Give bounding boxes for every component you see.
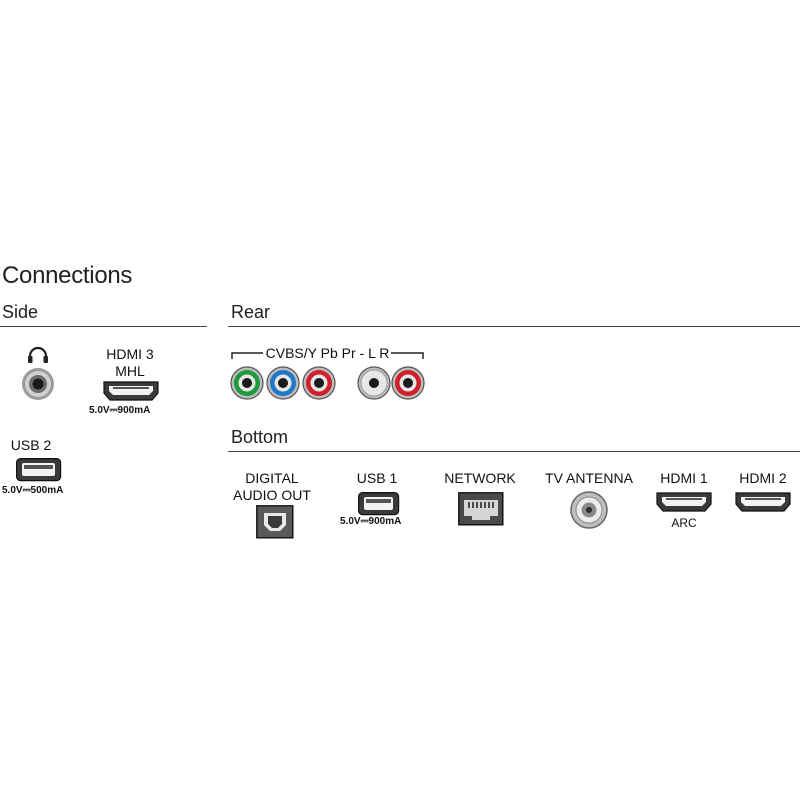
usb1-port — [358, 492, 400, 521]
page-title: Connections — [2, 262, 133, 289]
hdmi2-label: HDMI 2 — [739, 470, 787, 486]
antenna-label: TV ANTENNA — [545, 470, 633, 486]
rca-jack-green — [230, 366, 264, 400]
coax-port-icon — [570, 491, 608, 529]
hdmi1-port — [656, 492, 712, 517]
hdmi1-label: HDMI 1 — [660, 470, 708, 486]
rear-heading: Rear — [231, 302, 271, 322]
av-bracket-label: CVBS/Y Pb Pr - L R — [265, 345, 390, 361]
rca-jack-blue — [266, 366, 300, 400]
hdmi-port-icon — [656, 492, 712, 512]
headphone-port — [18, 344, 58, 404]
rca-jacks — [230, 366, 430, 400]
usb-port-icon — [16, 458, 62, 482]
hdmi3-port — [103, 381, 159, 406]
av-bracket: CVBS/Y Pb Pr - L R — [231, 345, 424, 361]
usb1-power: 5.0V⎓900mA — [340, 516, 402, 527]
usb1-label: USB 1 — [356, 470, 398, 486]
hdmi2-port — [735, 492, 791, 517]
rca-jack-red — [302, 366, 336, 400]
hdmi3-sublabel: MHL — [115, 363, 145, 379]
rear-divider — [228, 326, 800, 327]
antenna-port — [569, 490, 609, 535]
digital-audio-port — [256, 505, 294, 544]
hdmi3-power: 5.0V⎓900mA — [89, 405, 151, 416]
bottom-divider — [228, 451, 800, 452]
usb2-power: 5.0V⎓500mA — [2, 485, 64, 496]
usb-port-icon — [358, 492, 400, 516]
hdmi3-label: HDMI 3 — [106, 346, 154, 362]
rca-jack-red — [391, 366, 425, 400]
side-heading: Side — [2, 302, 39, 322]
rca-jack-white — [357, 366, 391, 400]
hdmi-port-icon — [735, 492, 791, 512]
digital-audio-sublabel: AUDIO OUT — [233, 487, 311, 503]
hdmi1-arc-label: ARC — [671, 516, 697, 530]
usb2-port — [16, 458, 62, 487]
headphone-icon — [22, 346, 54, 400]
usb2-label: USB 2 — [10, 437, 52, 453]
ethernet-port-icon — [458, 492, 504, 526]
digital-audio-label: DIGITAL — [245, 470, 299, 486]
rca-jack-group — [230, 366, 425, 400]
bottom-heading: Bottom — [231, 427, 289, 447]
network-port — [458, 492, 504, 531]
hdmi-port-icon — [103, 381, 159, 401]
optical-port-icon — [256, 505, 294, 539]
network-label: NETWORK — [444, 470, 516, 486]
bracket-lines — [231, 352, 424, 359]
side-divider — [0, 326, 207, 327]
